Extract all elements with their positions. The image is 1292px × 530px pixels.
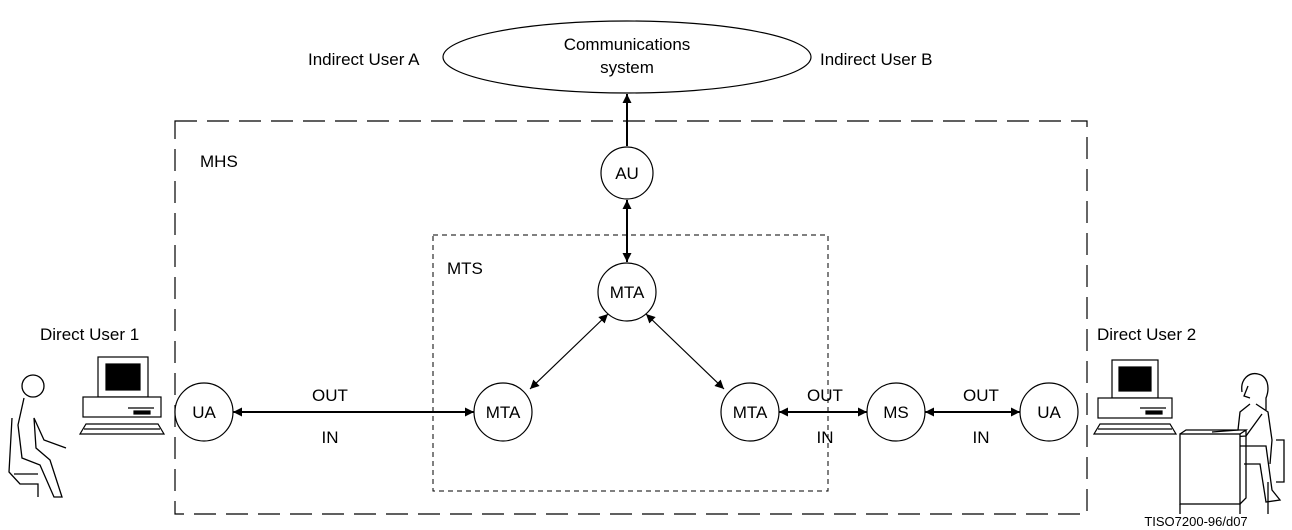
mta-top-label: MTA — [610, 283, 645, 302]
right-link-out: OUT — [963, 386, 999, 405]
ua-left-label: UA — [192, 403, 216, 422]
indirect-user-a: Indirect User A — [308, 50, 420, 69]
mhs-label: MHS — [200, 152, 238, 171]
ua-left-node: UA — [174, 382, 234, 442]
computer-icon — [78, 356, 166, 435]
mta-left-label: MTA — [486, 403, 521, 422]
left-link-out: OUT — [312, 386, 348, 405]
mta-top-node: MTA — [597, 262, 657, 322]
au-node: AU — [600, 146, 654, 200]
seated-person-icon — [8, 374, 67, 498]
direct-user-1-label: Direct User 1 — [40, 325, 139, 344]
communications-label-line1: Communications — [564, 35, 691, 54]
mta-right-label: MTA — [733, 403, 768, 422]
ua-right-label: UA — [1037, 403, 1061, 422]
middle-link-out: OUT — [807, 386, 843, 405]
right-link-in: IN — [973, 428, 990, 447]
mta-left-node: MTA — [473, 382, 533, 442]
computer-icon — [1092, 359, 1178, 435]
person-at-desk-icon — [1179, 372, 1285, 514]
mta-right-node: MTA — [720, 382, 780, 442]
ua-right-node: UA — [1019, 382, 1079, 442]
communications-label-line2: system — [600, 58, 654, 77]
mts-label: MTS — [447, 259, 483, 278]
indirect-user-b: Indirect User B — [820, 50, 932, 69]
direct-user-2-label: Direct User 2 — [1097, 325, 1196, 344]
figure-id: TISO7200-96/d07 — [1144, 514, 1247, 529]
left-link-in: IN — [322, 428, 339, 447]
ms-label: MS — [883, 403, 909, 422]
mts-boundary — [432, 234, 829, 492]
middle-link-in: IN — [817, 428, 834, 447]
mta-top-right-arrow — [645, 313, 725, 390]
mhs-boundary — [174, 120, 1088, 515]
mta-top-left-arrow — [529, 313, 609, 390]
communications-system — [442, 20, 812, 94]
au-label: AU — [615, 164, 639, 183]
ms-node: MS — [866, 382, 926, 442]
